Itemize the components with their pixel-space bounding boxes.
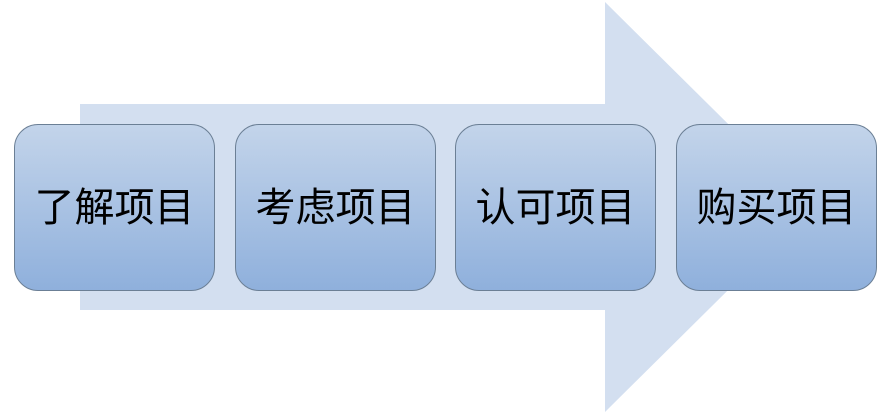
step-label-1: 了解项目: [34, 184, 195, 231]
step-box-3: 认可项目: [455, 124, 656, 291]
step-label-4: 购买项目: [696, 184, 857, 231]
step-box-4: 购买项目: [676, 124, 877, 291]
step-box-2: 考虑项目: [235, 124, 436, 291]
step-label-3: 认可项目: [475, 184, 636, 231]
step-label-2: 考虑项目: [255, 184, 416, 231]
step-box-1: 了解项目: [14, 124, 215, 291]
arrow-shape: [80, 2, 812, 412]
